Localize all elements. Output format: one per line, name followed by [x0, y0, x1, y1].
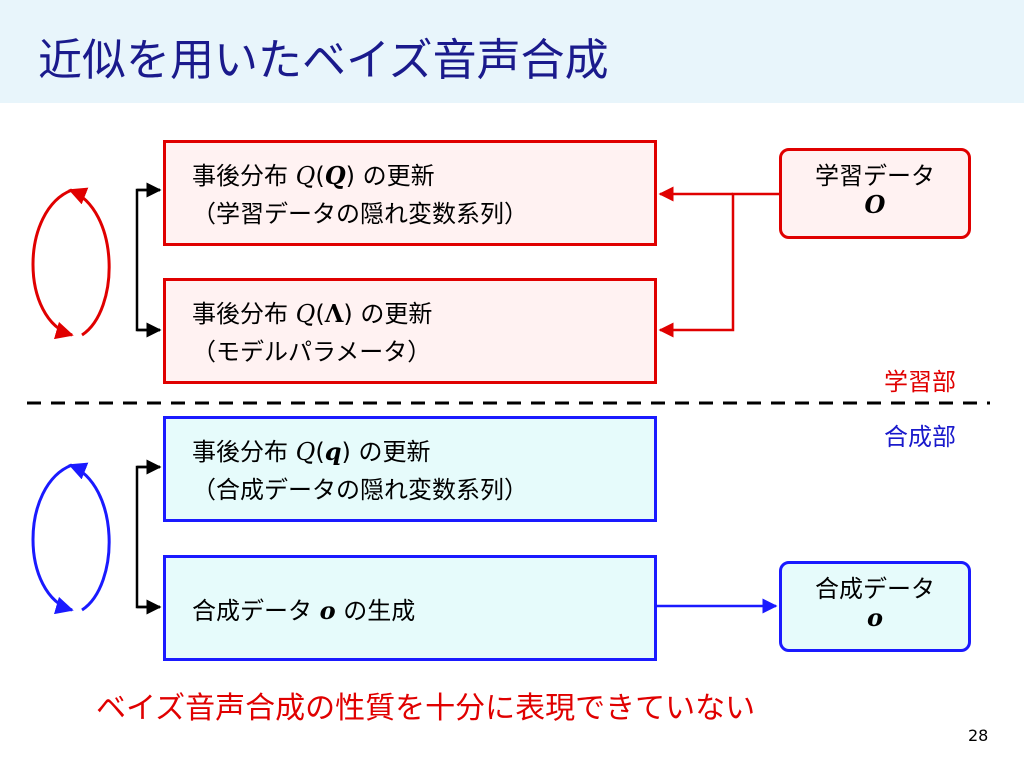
generate-synth-data-box: 合成データ o の生成: [163, 555, 657, 661]
synthesis-data-box: 合成データ o: [779, 561, 971, 652]
learning-data-label: 学習データ: [815, 162, 935, 190]
box-suffix: の更新: [352, 300, 433, 328]
learning-bracket: [135, 188, 160, 332]
math-func: Q: [295, 300, 316, 328]
update-q-synth-hidden-line1: 事後分布 Q(q) の更新: [192, 437, 431, 466]
learning-cycle-right-arc: [68, 187, 111, 337]
math-func: Q: [295, 162, 316, 190]
box-prefix: 事後分布: [192, 300, 296, 328]
update-q-synth-hidden-box: 事後分布 Q(q) の更新 （合成データの隠れ変数系列）: [163, 416, 657, 522]
update-q-lambda-line1: 事後分布 Q(Λ) の更新: [192, 299, 433, 328]
box-suffix: の更新: [354, 162, 435, 190]
update-q-hidden-box: 事後分布 Q(Q) の更新 （学習データの隠れ変数系列）: [163, 140, 657, 246]
synthesis-cycle-right-arc: [68, 462, 111, 612]
title-band: [0, 0, 1024, 103]
box-suffix: の更新: [350, 438, 431, 466]
synthesis-data-label: 合成データ: [815, 575, 935, 603]
box-prefix: 合成データ: [192, 597, 320, 625]
slide-title: 近似を用いたベイズ音声合成: [38, 35, 609, 86]
box-prefix: 事後分布: [192, 162, 296, 190]
learning-data-symbol: O: [864, 190, 886, 219]
learning-data-line: [658, 192, 780, 338]
math-symbol: o: [319, 596, 336, 625]
box-prefix: 事後分布: [192, 438, 296, 466]
update-q-synth-hidden-line2: （合成データの隠れ変数系列）: [192, 476, 528, 504]
update-q-hidden-line1: 事後分布 Q(Q) の更新: [192, 161, 435, 190]
synthesis-cycle-left-arc: [31, 463, 74, 615]
synthesis-part-label: 合成部: [884, 423, 956, 451]
math-arg: q: [324, 437, 342, 466]
math-func: Q: [295, 438, 316, 466]
learning-data-box: 学習データ O: [779, 148, 971, 239]
generate-synth-data-line: 合成データ o の生成: [192, 594, 415, 628]
page-number: 28: [968, 726, 989, 745]
synthesis-data-symbol: o: [866, 603, 883, 632]
learning-cycle-left-arc: [31, 188, 74, 340]
update-q-hidden-line2: （学習データの隠れ変数系列）: [192, 200, 528, 228]
box-suffix: の生成: [335, 597, 416, 625]
learning-part-label: 学習部: [884, 368, 956, 396]
update-q-lambda-box: 事後分布 Q(Λ) の更新 （モデルパラメータ）: [163, 278, 657, 384]
update-q-lambda-line2: （モデルパラメータ）: [192, 338, 432, 366]
math-arg: Λ: [324, 299, 344, 328]
synthesis-bracket: [135, 465, 160, 609]
conclusion-text: ベイズ音声合成の性質を十分に表現できていない: [96, 691, 756, 726]
math-arg: Q: [324, 161, 346, 190]
